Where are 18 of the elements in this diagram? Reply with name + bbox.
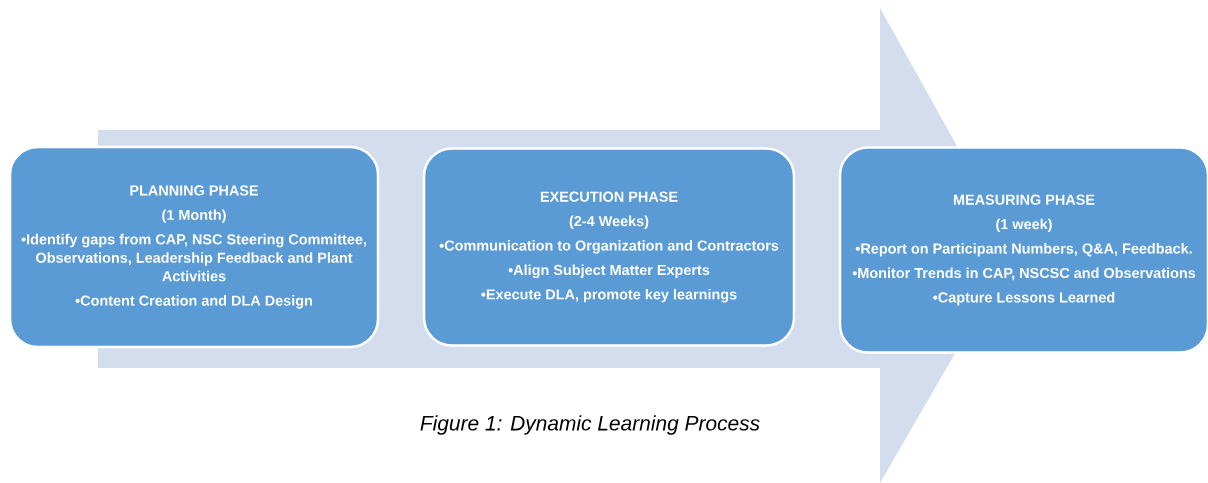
bullet-text: •Identify gaps from CAP, NSC Steering Committee, Observations, Leadership Feedback and Plant Activities xyxy=(21,233,366,282)
phase-heading: EXECUTION PHASE xyxy=(540,191,678,202)
phase-box xyxy=(8,145,380,349)
phase-heading: PLANNING PHASE xyxy=(130,185,259,196)
bullet-text: •Capture Lessons Learned xyxy=(933,291,1115,306)
bullet-text: •Monitor Trends in CAP, NSCSC and Observations xyxy=(852,267,1196,281)
bullet-text: •Communication to Organization and Contractors xyxy=(439,240,779,254)
phase-duration: (2-4 Weeks) xyxy=(569,215,649,230)
phase-duration: (1 Month) xyxy=(162,209,226,223)
bullet-text: •Report on Participant Numbers, Q&A, Feedback. xyxy=(855,243,1192,257)
bullet-text: •Align Subject Matter Experts xyxy=(508,264,710,278)
bullet-text: •Execute DLA, promote key learnings xyxy=(481,288,737,303)
phase-heading: MEASURING PHASE xyxy=(953,194,1095,205)
figure-caption: Figure 1: Dynamic Learning Process xyxy=(420,415,760,435)
bullet-text: •Content Creation and DLA Design xyxy=(75,295,312,309)
phase-box xyxy=(838,146,1208,354)
phase-box xyxy=(422,147,796,347)
phase-duration: (1 week) xyxy=(996,218,1052,233)
